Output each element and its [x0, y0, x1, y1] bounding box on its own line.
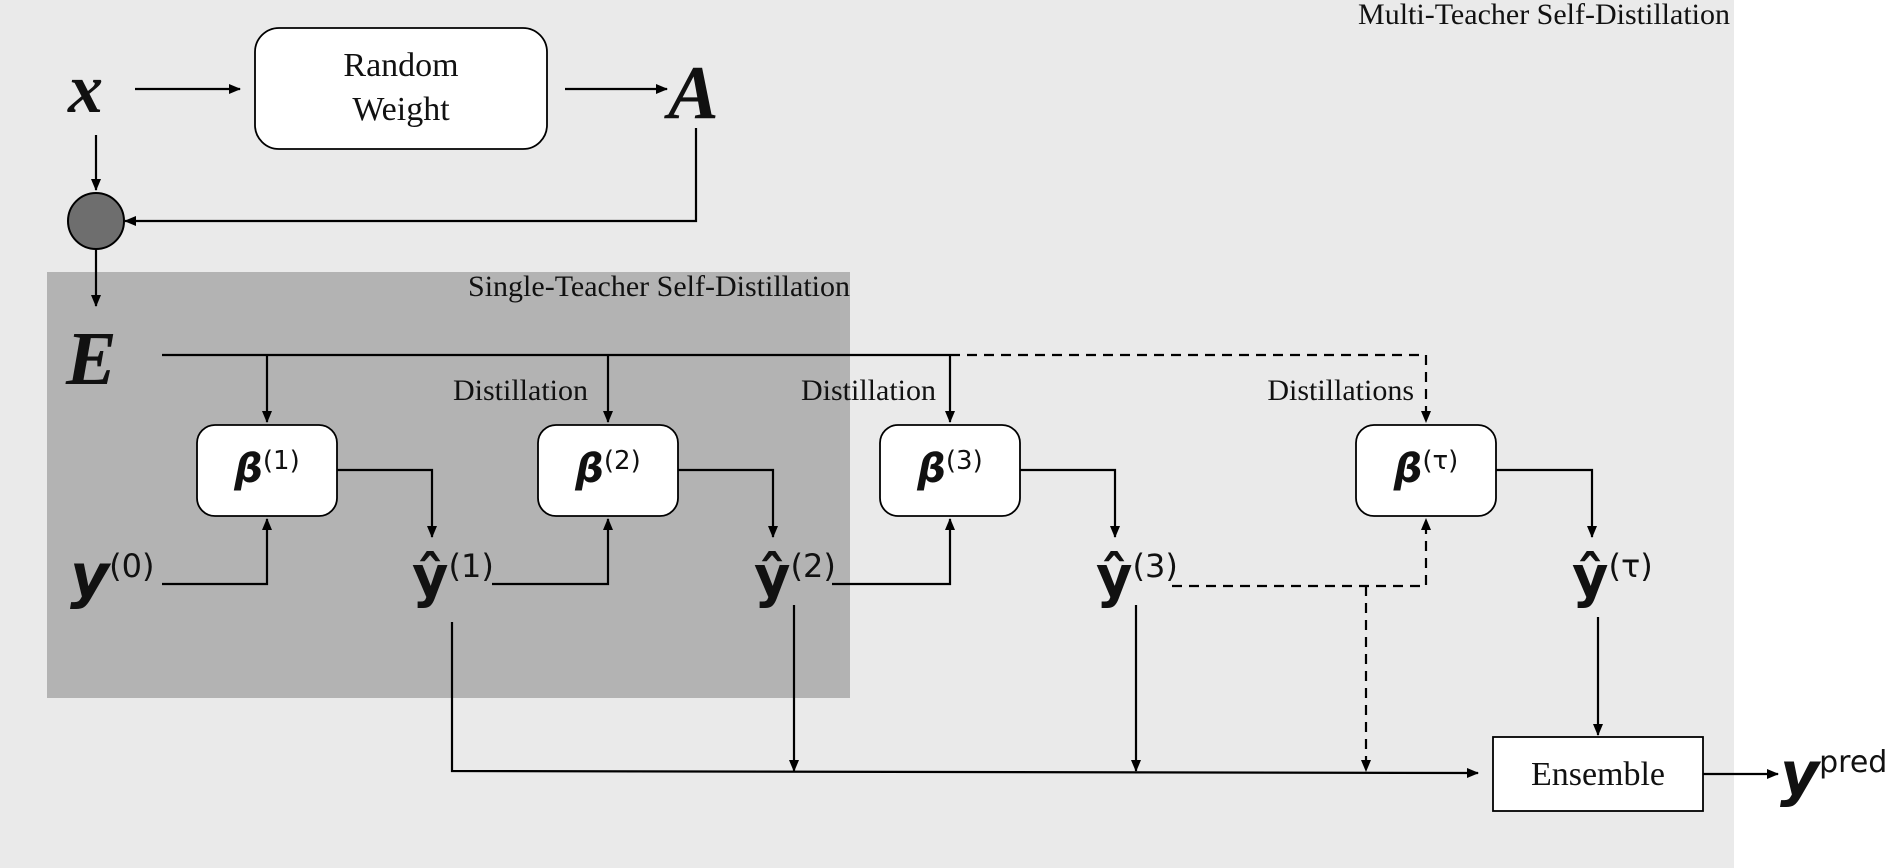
arrow-beta3-to-yhat3 — [1020, 468, 1120, 538]
beta-label-3: β(3) — [916, 446, 982, 492]
arrow-beta1-to-yhat1 — [337, 468, 437, 538]
arrow-yhat2-to-beta3 — [832, 518, 955, 586]
arrow-beta2-to-yhat2 — [678, 468, 778, 538]
distillation-label-2: Distillation — [801, 374, 936, 407]
matrix-A: A — [664, 51, 719, 135]
random-weight-line1: Random — [343, 47, 458, 84]
yhat2-label: ŷ(2) — [754, 545, 836, 610]
beta-label-1: β(1) — [233, 446, 299, 492]
random-weight-line2: Weight — [352, 91, 450, 128]
distillation-label-1: Distillation — [453, 374, 588, 407]
distillations-label: Distillations — [1267, 374, 1414, 407]
beta-label-tau: β(τ) — [1393, 446, 1459, 492]
matrix-E: E — [65, 317, 117, 401]
output-y-pred: ypred — [1780, 739, 1886, 809]
random-weight-box — [254, 27, 548, 150]
arrow-y0-to-beta1 — [162, 518, 272, 586]
yhat1-label: ŷ(1) — [412, 545, 494, 610]
multi-teacher-label: Multi-Teacher Self-Distillation — [1358, 0, 1730, 31]
arrow-predictions-to-ensemble — [450, 622, 1479, 778]
arrow-A-to-combine — [124, 128, 698, 226]
arrow-E-to-beta-tau — [950, 353, 1431, 423]
single-teacher-label: Single-Teacher Self-Distillation — [468, 270, 850, 303]
arrow-yhat3-to-beta-tau — [1172, 518, 1431, 588]
arrow-beta-tau-to-yhat-tau — [1496, 468, 1597, 538]
arrow-yhat1-to-beta2 — [492, 518, 613, 586]
input-x: x — [67, 51, 103, 128]
y0-label: y(0) — [70, 541, 154, 611]
yhat-tau-label: ŷ(τ) — [1572, 545, 1653, 610]
yhat3-label: ŷ(3) — [1096, 545, 1178, 610]
ensemble-box — [1492, 736, 1704, 812]
combine-node — [67, 192, 125, 250]
beta-label-2: β(2) — [574, 446, 640, 492]
single-teacher-region — [47, 272, 850, 698]
ensemble-label: Ensemble — [1531, 756, 1665, 793]
